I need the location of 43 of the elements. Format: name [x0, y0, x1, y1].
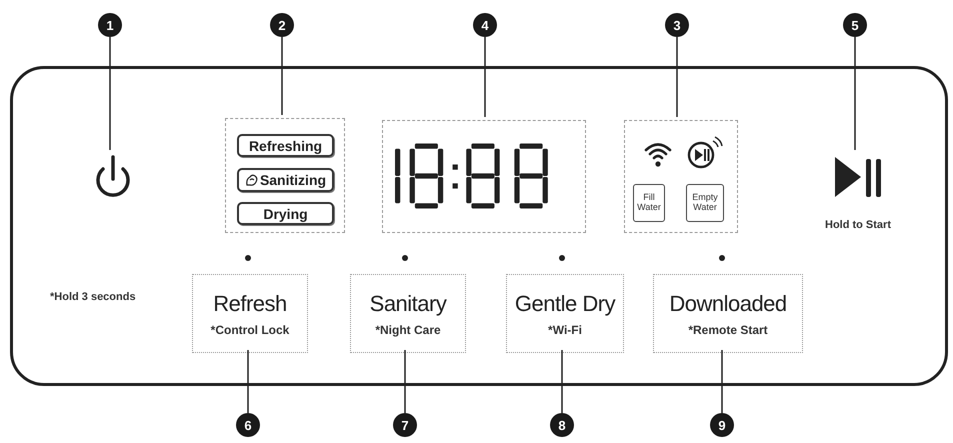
mode-button: [506, 274, 624, 353]
note-text: *Hold 3 seconds: [50, 291, 136, 303]
indicator-lamp: [633, 184, 665, 222]
leader-line: [247, 350, 249, 413]
leader-line: [721, 350, 723, 413]
mode-button: [653, 274, 803, 353]
hint-text: Hold to Start: [825, 219, 891, 231]
callout-number: 8: [550, 413, 574, 437]
status-group-frame: [225, 118, 345, 233]
leader-line: [404, 350, 406, 413]
indicator-text: Empty Water: [691, 193, 719, 213]
button-title: Downloaded: [669, 290, 787, 316]
callout-number: 1: [98, 13, 122, 37]
mode-button: [192, 274, 308, 353]
control-panel: [10, 66, 948, 386]
status-indicator: Drying: [237, 202, 334, 225]
leader-line: [676, 37, 678, 117]
hold-function-text: *Control Lock: [210, 322, 290, 336]
indicator-group-frame: [624, 120, 738, 233]
button-title: Sanitary: [370, 290, 446, 316]
button-title: Refresh: [213, 290, 287, 316]
mode-button: [350, 274, 466, 353]
status-indicator: Refreshing: [237, 134, 334, 157]
callout-number: 3: [665, 13, 689, 37]
hold-function-text: *Night Care: [375, 322, 441, 336]
hold-function-text: *Remote Start: [688, 322, 768, 336]
callout-number: 7: [393, 413, 417, 437]
callout-number: 2: [270, 13, 294, 37]
callout-number: 4: [473, 13, 497, 37]
hold-function-text: *Wi-Fi: [548, 322, 582, 336]
indicator-lamp: [686, 184, 724, 222]
leader-line: [854, 37, 856, 150]
callout-number: 5: [843, 13, 867, 37]
callout-number: 9: [710, 413, 734, 437]
display-frame: [382, 120, 586, 233]
button-title: Gentle Dry: [514, 290, 616, 316]
leader-line: [484, 37, 486, 117]
leader-line: [281, 37, 283, 115]
indicator-text: Fill Water: [636, 193, 662, 213]
callout-number: 6: [236, 413, 260, 437]
leader-line: [561, 350, 563, 413]
status-indicator: Sanitizing: [237, 168, 334, 192]
leader-line: [109, 37, 111, 150]
